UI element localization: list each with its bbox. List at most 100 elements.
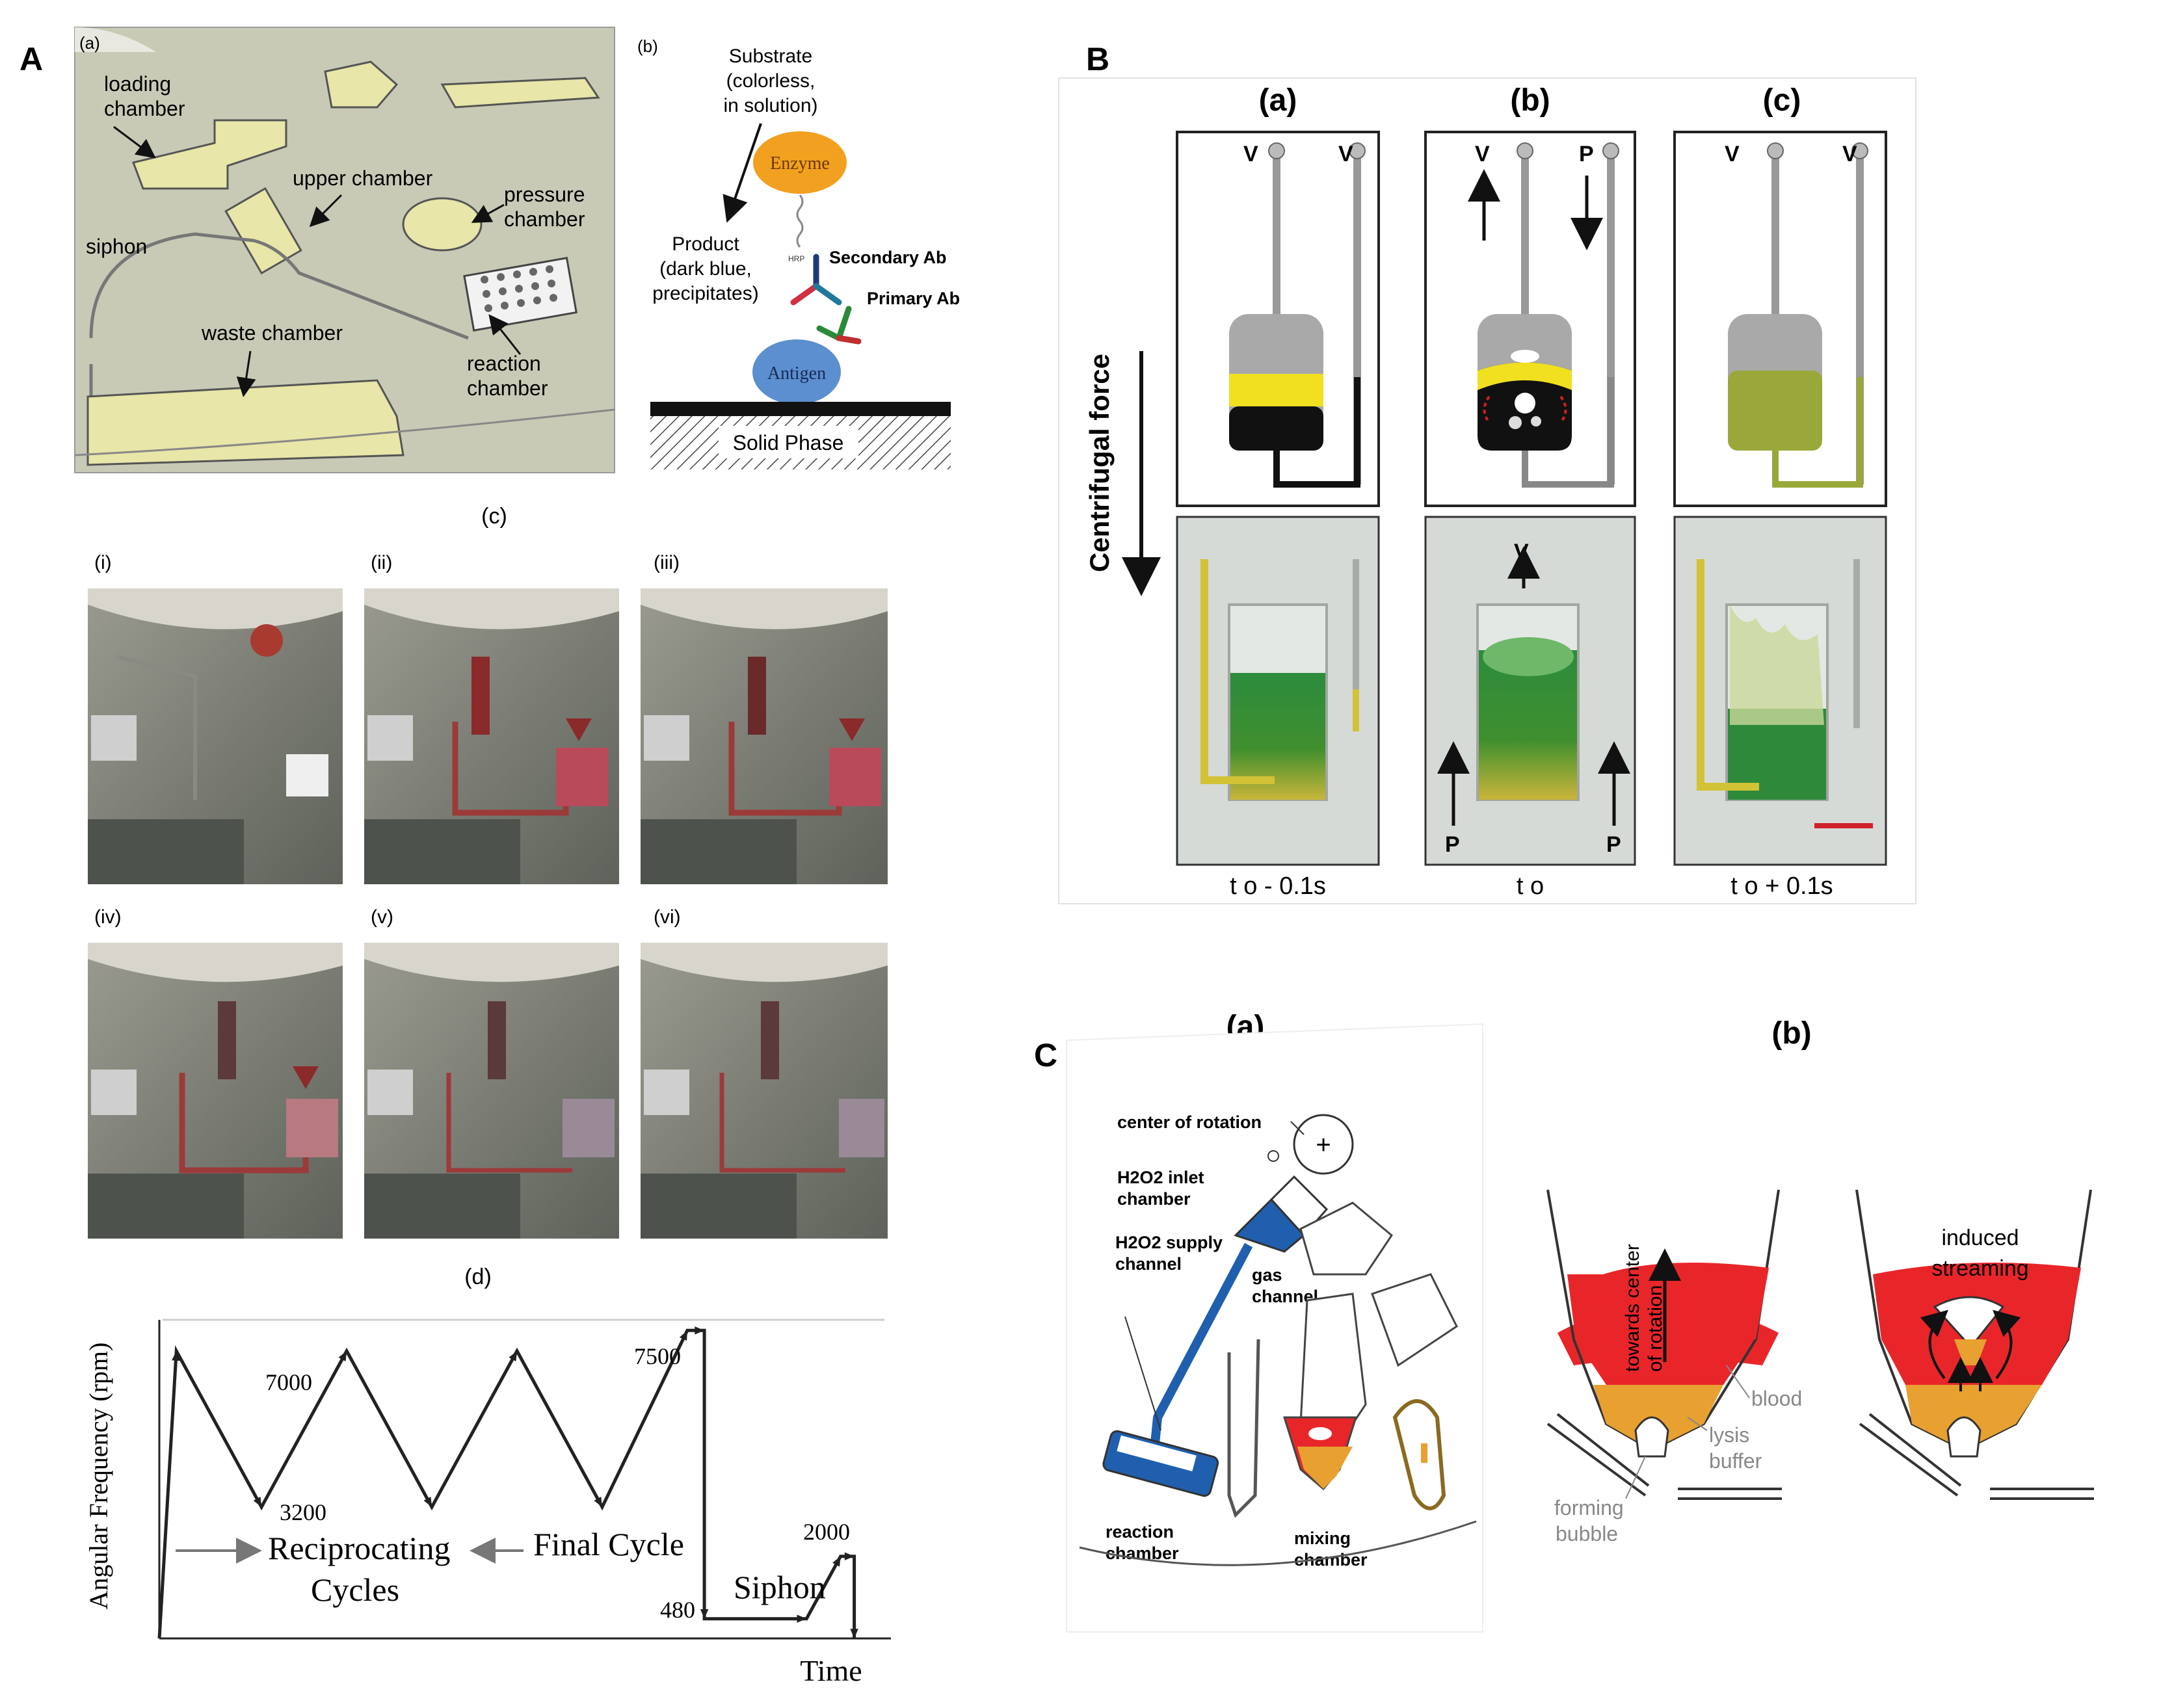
- label-480: 480: [660, 1597, 695, 1623]
- secondary-antibody-icon: [790, 254, 842, 306]
- label-loading-2: chamber: [104, 97, 185, 120]
- c-lysis-2: buffer: [1709, 1449, 1762, 1473]
- c-induced-2: streaming: [1931, 1256, 2028, 1281]
- c-sub-b: (b): [1771, 1016, 1811, 1051]
- product-3: precipitates): [652, 283, 758, 304]
- photo-v: [364, 943, 619, 1239]
- chart-arrowheads: [172, 1326, 858, 1638]
- b-v-label: V: [1842, 142, 1857, 166]
- label-final-cycle: Final Cycle: [533, 1526, 684, 1562]
- chip-schematic: loading chamber upper chamber pressure c…: [74, 27, 615, 473]
- chart-point-arrow: [679, 1330, 687, 1341]
- chart-point-arrow: [423, 1496, 432, 1507]
- b-col-a: (a): [1259, 83, 1297, 118]
- sub-label-b: (b): [637, 36, 658, 56]
- centrifugal-force-label: Centrifugal force: [1084, 354, 1115, 572]
- photo-iv: [88, 943, 343, 1239]
- c-bubble-diagram-2: induced streaming: [1855, 1189, 2094, 1500]
- chart-point-arrow: [850, 1629, 858, 1638]
- chart-point-arrow: [172, 1350, 180, 1361]
- b-photo-p-label: P: [1445, 832, 1460, 857]
- label-reaction-1: reaction: [467, 352, 541, 375]
- b-time-a: t o - 0.1s: [1230, 873, 1326, 900]
- c-reaction-1: reaction: [1106, 1522, 1174, 1542]
- enzyme-label: Enzyme: [770, 153, 830, 174]
- b-col-c: (c): [1763, 83, 1801, 118]
- label-reciprocating-1: Reciprocating: [268, 1530, 450, 1566]
- label-siphon: siphon: [86, 235, 147, 258]
- enzyme-shape: [753, 131, 847, 194]
- b-v-label: V: [1725, 142, 1740, 166]
- c-induced-1: induced: [1941, 1226, 2019, 1250]
- sub-label-d: (d): [464, 1265, 492, 1289]
- chart-point-arrow: [700, 1609, 709, 1619]
- label-loading-1: loading: [104, 72, 171, 96]
- label-waste-chamber: waste chamber: [201, 321, 343, 345]
- elisa-schematic: (b) Substrate (colorless, in solution) E…: [624, 27, 972, 476]
- b-v-label: V: [1243, 142, 1258, 166]
- label-reciprocating-2: Cycles: [311, 1571, 399, 1608]
- photo-label-iv: (iv): [94, 906, 122, 928]
- c-chip-schematic: + center of rotation H2O2 inlet chamber …: [1066, 1023, 1483, 1633]
- c-gas-1: gas: [1252, 1265, 1282, 1285]
- chart-point-arrow: [844, 1552, 855, 1560]
- c-bubble-diagram-1: towards center of rotation blood lysis b…: [1546, 1189, 1802, 1545]
- b-schematic-a: V V: [1176, 131, 1380, 507]
- label-pressure-2: chamber: [504, 207, 585, 231]
- photo-grid: (i) (ii) (iii) (iv) (v) (vi): [88, 552, 888, 1239]
- panel-b-letter: B: [1086, 41, 1109, 77]
- c-supply-2: channel: [1115, 1254, 1182, 1274]
- c-forming-2: bubble: [1556, 1522, 1618, 1545]
- product-2: (dark blue,: [659, 258, 752, 280]
- c-lysis-1: lysis: [1709, 1423, 1749, 1447]
- photo-i: [88, 588, 343, 884]
- photo-label-ii: (ii): [371, 552, 392, 573]
- substrate-2: (colorless,: [726, 70, 815, 92]
- antigen-shape: [752, 339, 841, 404]
- product-1: Product: [672, 233, 739, 255]
- b-photo-b: V P P: [1424, 516, 1636, 866]
- chart-xlabel: Time: [800, 1654, 862, 1687]
- photo-label-iii: (iii): [654, 552, 680, 573]
- photo-label-vi: (vi): [654, 906, 681, 928]
- panel-c-letter: C: [1034, 1037, 1057, 1073]
- chart-point-arrow: [797, 1614, 807, 1623]
- c-blood-label: blood: [1751, 1387, 1802, 1410]
- c-inlet-2: chamber: [1117, 1189, 1191, 1209]
- secondary-ab-label: Secondary Ab: [829, 248, 947, 267]
- b-time-c: t o + 0.1s: [1730, 873, 1833, 900]
- c-mixing-1: mixing: [1294, 1529, 1351, 1548]
- b-photo-v-label: V: [1514, 540, 1529, 564]
- b-time-b: t o: [1517, 873, 1544, 900]
- label-upper-chamber: upper chamber: [293, 166, 433, 190]
- chart-point-arrow: [338, 1350, 347, 1361]
- b-photo-a: [1176, 516, 1380, 866]
- label-reaction-2: chamber: [467, 376, 548, 400]
- chart-point-arrow: [695, 1326, 705, 1335]
- chart-point-arrow: [509, 1350, 517, 1361]
- label-7000: 7000: [265, 1369, 312, 1395]
- chart-point-arrow: [832, 1556, 841, 1567]
- label-7500: 7500: [634, 1343, 681, 1369]
- label-siphon: Siphon: [734, 1569, 826, 1605]
- c-center-label: center of rotation: [1117, 1112, 1262, 1132]
- b-p-label: P: [1579, 142, 1594, 166]
- chart-point-arrow: [594, 1496, 602, 1507]
- photo-vi: [641, 943, 888, 1239]
- photo-iii: [641, 588, 888, 884]
- b-photo-c: [1673, 516, 1887, 866]
- c-towards-2: of rotation: [1645, 1285, 1666, 1372]
- photo-ii: [364, 588, 619, 884]
- rpm-series-line: [157, 1328, 856, 1639]
- substrate-1: Substrate: [729, 46, 812, 67]
- photo-label-v: (v): [371, 906, 393, 928]
- panel-a-letter: A: [20, 41, 43, 77]
- solid-phase-label: Solid Phase: [733, 431, 844, 454]
- b-v-label: V: [1338, 142, 1353, 166]
- antigen-label: Antigen: [767, 363, 826, 384]
- rotation-center-icon: +: [1316, 1131, 1331, 1159]
- chart-ylabel: Angular Frequency (rpm): [84, 1343, 113, 1610]
- photo-label-i: (i): [94, 552, 112, 573]
- c-supply-1: H2O2 supply: [1115, 1233, 1223, 1252]
